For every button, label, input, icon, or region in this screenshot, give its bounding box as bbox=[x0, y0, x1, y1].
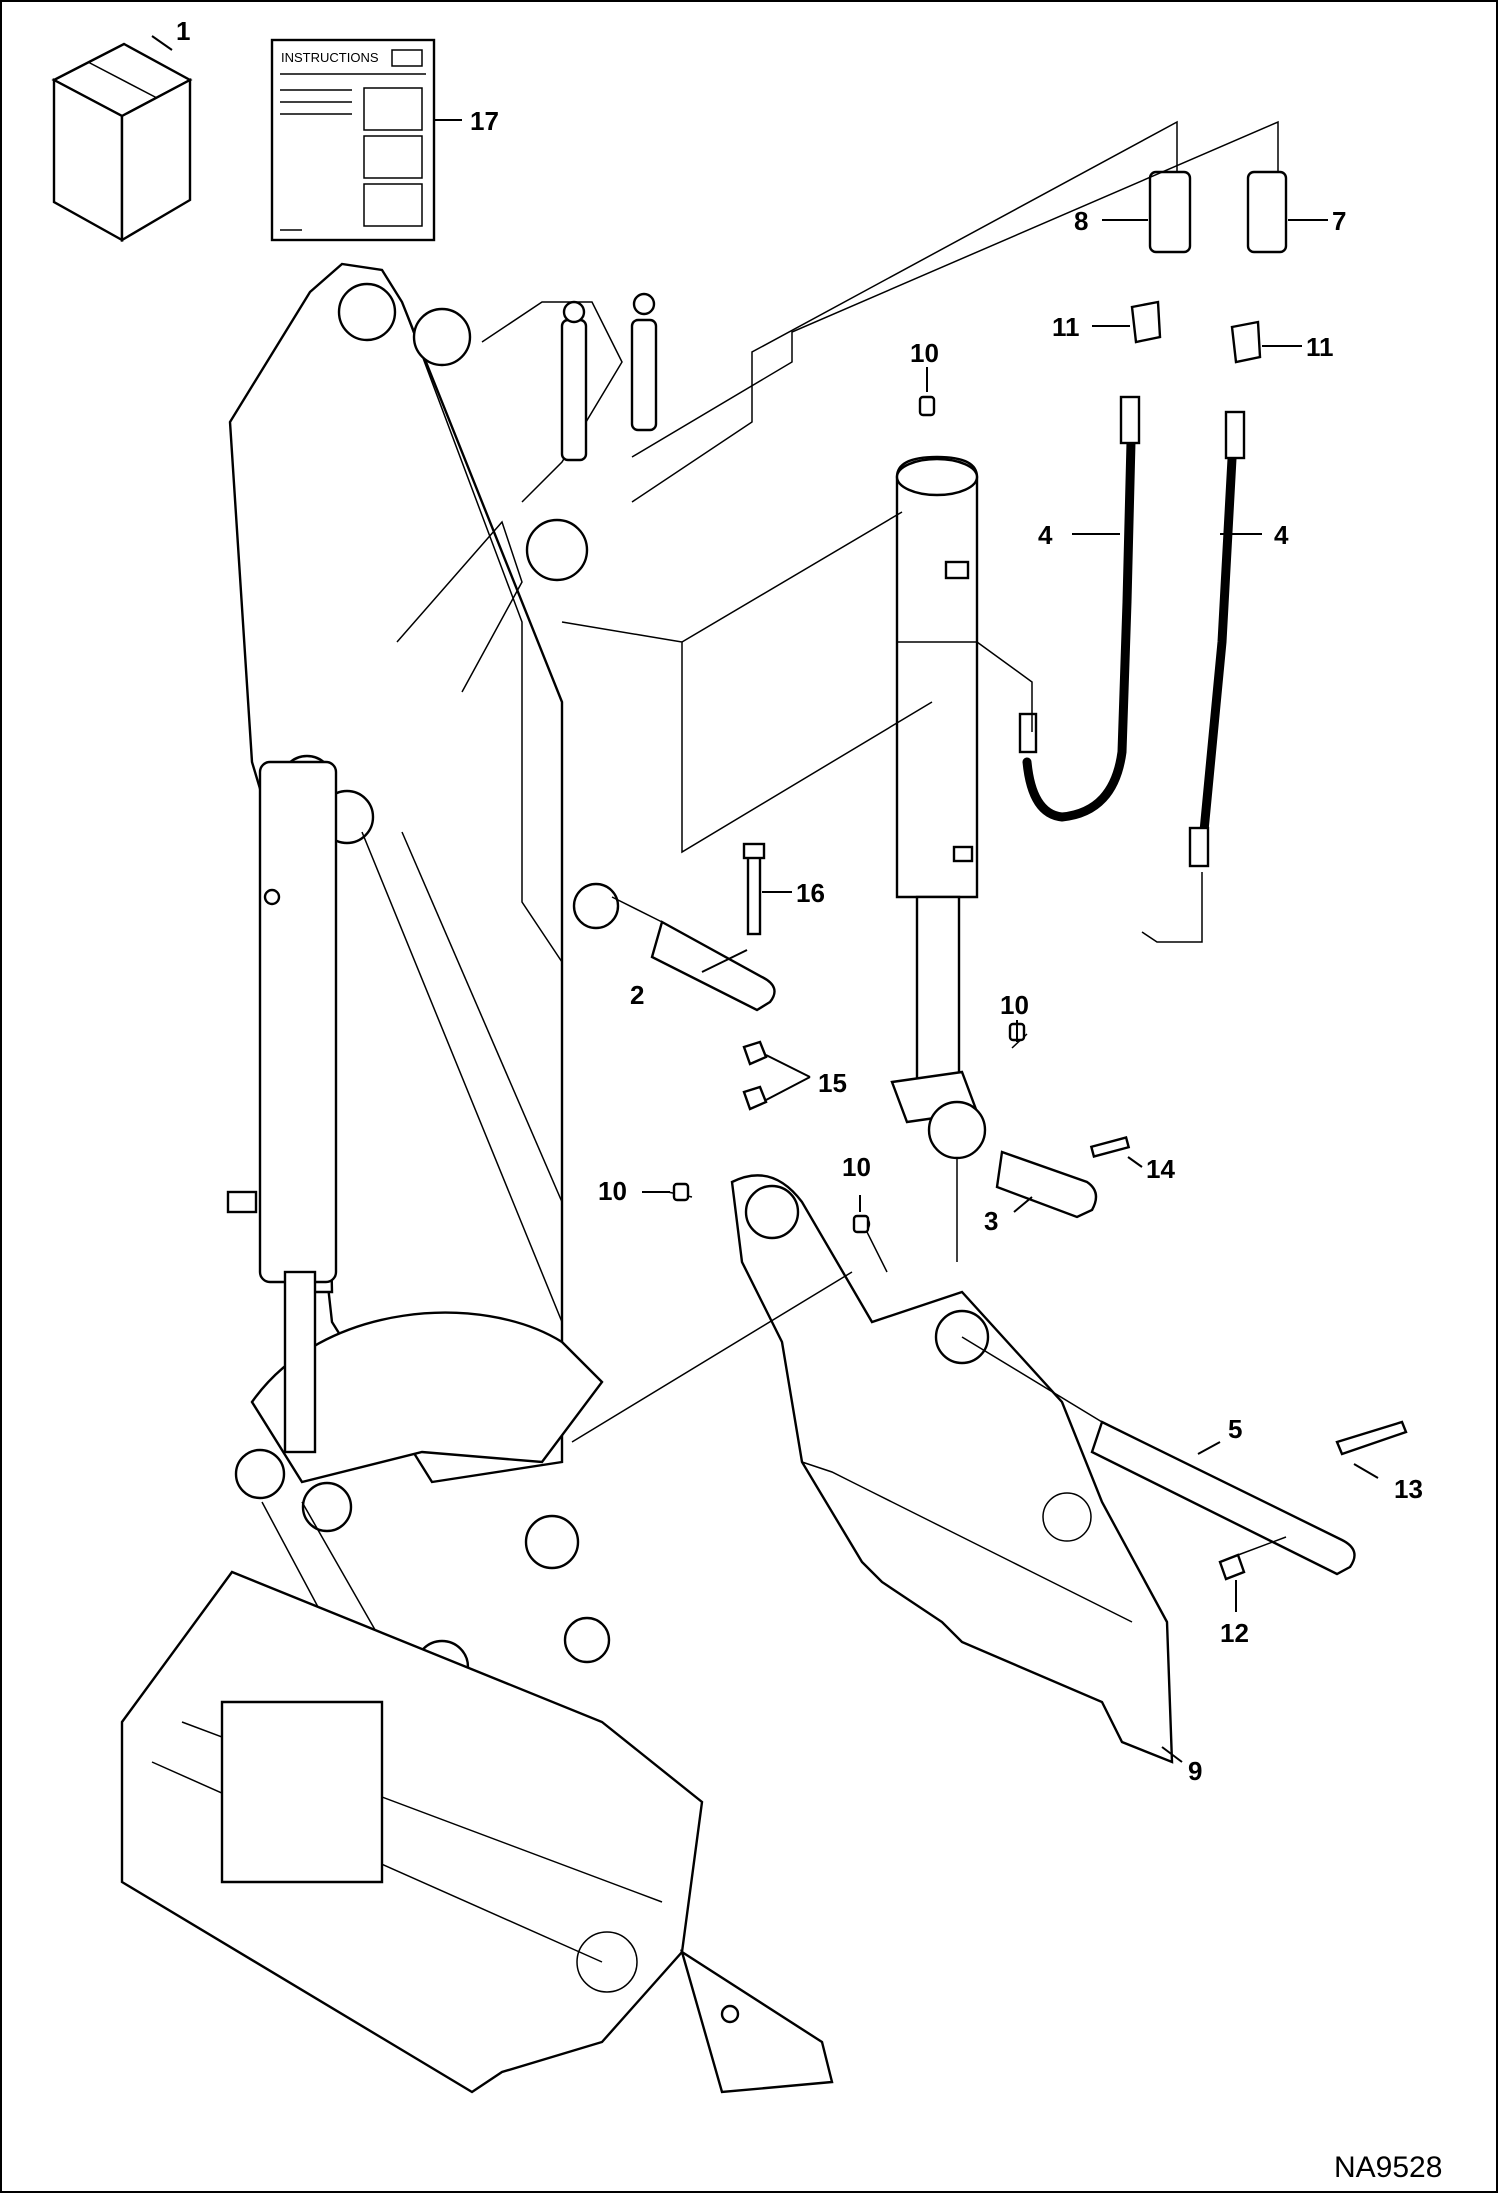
callout-8: 8 bbox=[1074, 206, 1088, 236]
thumb-attachment bbox=[730, 1174, 1174, 1764]
callout-12: 12 bbox=[1220, 1618, 1249, 1648]
callout-16: 16 bbox=[796, 878, 825, 908]
part-instructions-sheet: INSTRUCTIONS bbox=[270, 38, 436, 242]
fittings bbox=[1130, 300, 1262, 364]
callout-4: 4 bbox=[1038, 520, 1053, 550]
couplers bbox=[1148, 170, 1288, 254]
callout-2: 2 bbox=[630, 980, 644, 1010]
callout-4: 4 bbox=[1274, 520, 1289, 550]
clamp-cylinder bbox=[890, 455, 987, 1160]
callout-11: 11 bbox=[1052, 312, 1080, 342]
part-box bbox=[51, 42, 193, 243]
callout-5: 5 bbox=[1228, 1414, 1242, 1444]
boom-hydraulic-couplers bbox=[560, 292, 658, 462]
bucket bbox=[120, 1570, 834, 2094]
callout-labels: 1 17 8 7 11 11 10 4 4 16 2 15 10 14 3 10… bbox=[176, 16, 1423, 1786]
boom-cylinder bbox=[226, 760, 338, 1454]
callout-14: 14 bbox=[1146, 1154, 1175, 1184]
pin-5-assembly bbox=[961, 1336, 1408, 1581]
callout-10: 10 bbox=[842, 1152, 871, 1182]
callout-10: 10 bbox=[1000, 990, 1029, 1020]
instructions-label: INSTRUCTIONS bbox=[281, 50, 379, 65]
callout-11: 11 bbox=[1306, 332, 1334, 362]
leader-lines bbox=[151, 35, 1379, 1763]
assembly-lines bbox=[561, 120, 1279, 1443]
callout-7: 7 bbox=[1332, 206, 1346, 236]
callout-15: 15 bbox=[818, 1068, 847, 1098]
callout-9: 9 bbox=[1188, 1756, 1202, 1786]
callout-3: 3 bbox=[984, 1206, 998, 1236]
callout-13: 13 bbox=[1394, 1474, 1423, 1504]
document-code: NA9528 bbox=[1334, 2151, 1442, 2184]
hoses bbox=[1018, 395, 1246, 868]
callout-10: 10 bbox=[598, 1176, 627, 1206]
callout-1: 1 bbox=[176, 16, 190, 46]
pin-2-assembly bbox=[611, 842, 776, 1111]
pin-3-assembly bbox=[995, 1136, 1131, 1219]
callout-10: 10 bbox=[910, 338, 939, 368]
callout-17: 17 bbox=[470, 106, 499, 136]
